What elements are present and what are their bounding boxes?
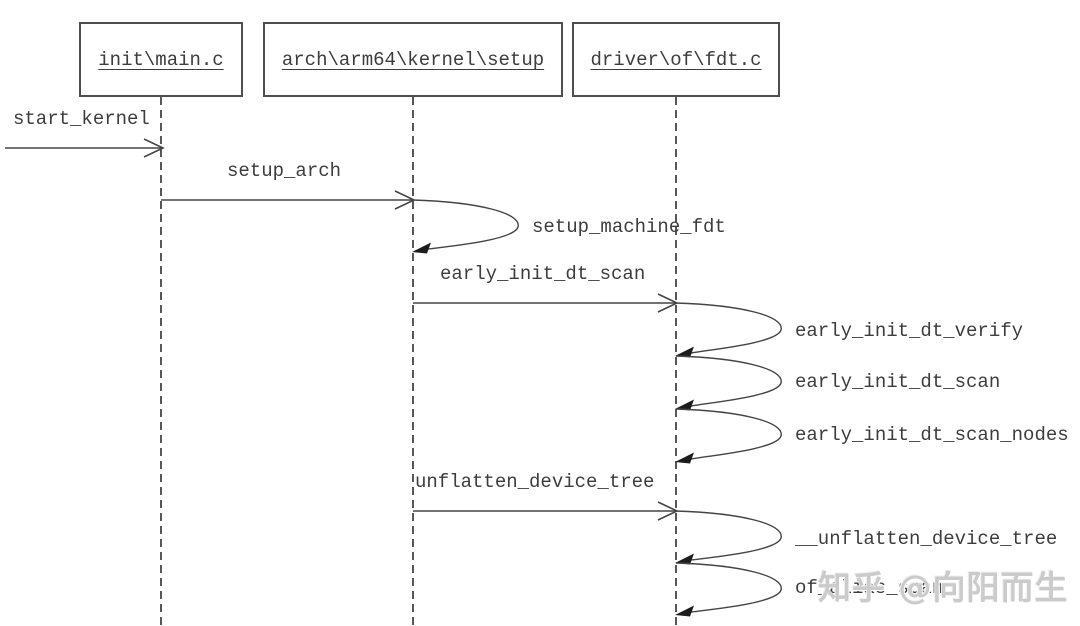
actor-label-init-main: init\main.c [98,48,224,71]
message-label-unflatten-device-tree: unflatten_device_tree [415,471,655,493]
message-label-setup-arch: setup_arch [227,160,342,182]
arrowhead-of-alias-scan [675,605,694,617]
message-label-uu-unflatten-device-tree: __unflatten_device_tree [795,528,1058,550]
message-label-early-init-dt-verify: early_init_dt_verify [795,320,1024,342]
actor-box-init-main: init\main.c [79,22,243,97]
actor-box-arch-arm64-setup: arch\arm64\kernel\setup [263,22,563,97]
message-label-early-init-dt-scan-nodes: early_init_dt_scan_nodes [795,424,1069,446]
zhihu-watermark: 知乎 @向阳而生 [818,568,1069,607]
selfcall-arc-uu-unflatten-device-tree [675,510,782,561]
selfcall-arc-setup-machine-fdt [412,199,519,250]
message-label-early-init-dt-scan-self: early_init_dt_scan [795,371,1001,393]
arrowhead-uu-unflatten-device-tree [675,553,694,565]
message-label-start-kernel: start_kernel [13,108,150,130]
arrowhead-start-kernel [143,138,165,158]
selfcall-arc-early-init-dt-verify [675,302,782,354]
selfcall-arc-of-alias-scan [675,562,782,613]
message-label-of-alias-scan: of_alias_scan [795,577,944,599]
selfcall-arc-early-init-dt-scan-nodes [675,408,782,460]
actor-label-arch-arm64-setup: arch\arm64\kernel\setup [281,48,545,71]
actor-box-driver-of-fdt: driver\of\fdt.c [572,22,780,97]
selfcall-arc-early-init-dt-scan [675,355,782,407]
arrowhead-early-init-dt-scan-self [675,399,694,411]
message-label-early-init-dt-scan-call: early_init_dt_scan [440,263,646,285]
arrowhead-early-init-dt-scan-nodes [675,452,694,464]
actor-label-driver-of-fdt: driver\of\fdt.c [590,48,762,71]
arrowhead-early-init-dt-verify [675,346,694,358]
arrowhead-setup-machine-fdt [412,242,431,254]
message-label-setup-machine-fdt: setup_machine_fdt [532,216,726,238]
